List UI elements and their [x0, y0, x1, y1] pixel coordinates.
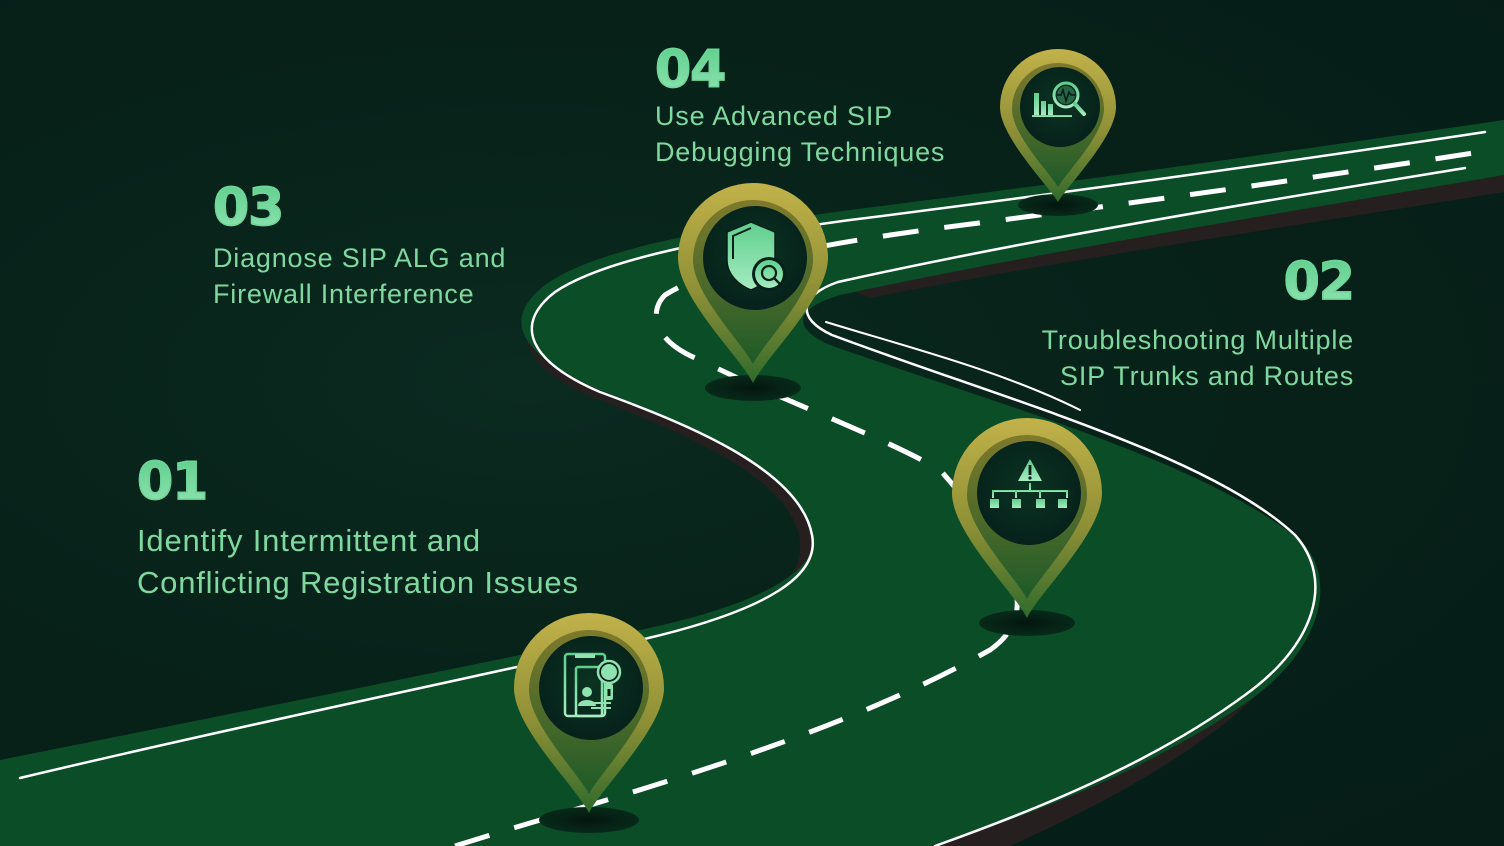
pin-shadow	[539, 807, 639, 833]
road-edge-lines	[18, 130, 1487, 846]
pin-step-03[interactable]	[678, 183, 828, 401]
step-title-line: Identify Intermittent and	[137, 523, 481, 558]
road-center-dashes	[454, 149, 1481, 846]
pin-step-04[interactable]	[1000, 49, 1116, 216]
step-title-line: Use Advanced SIP	[655, 101, 893, 131]
road	[0, 120, 1504, 846]
step-number: 03	[212, 181, 506, 235]
step-01: 01 Identify Intermittent and Conflicting…	[136, 455, 579, 604]
step-title: Use Advanced SIP Debugging Techniques	[655, 98, 945, 170]
shield-search-icon	[726, 221, 786, 291]
chart-analysis-search-icon	[1032, 81, 1086, 117]
step-title: Diagnose SIP ALG and Firewall Interferen…	[213, 240, 506, 312]
step-02: 02 Troubleshooting Multiple SIP Trunks a…	[1042, 255, 1356, 394]
step-title-line: Troubleshooting Multiple	[1041, 325, 1354, 355]
step-03: 03 Diagnose SIP ALG and Firewall Interfe…	[212, 181, 506, 312]
pin-shadow	[979, 610, 1075, 636]
step-title-line: Firewall Interference	[213, 279, 475, 309]
step-title: Identify Intermittent and Conflicting Re…	[137, 520, 579, 604]
step-title-line: Diagnose SIP ALG and	[213, 243, 507, 273]
registration-id-search-icon	[563, 652, 622, 718]
step-number: 04	[654, 43, 945, 97]
step-title-line: Conflicting Registration Issues	[137, 565, 579, 600]
pin-step-02[interactable]	[952, 418, 1102, 636]
pin-step-01[interactable]	[514, 613, 664, 833]
step-title-line: Debugging Techniques	[655, 137, 946, 167]
pin-shadow	[1018, 194, 1098, 216]
network-warning-hierarchy-icon	[990, 459, 1068, 508]
step-title-line: SIP Trunks and Routes	[1060, 361, 1354, 391]
step-04: 04 Use Advanced SIP Debugging Techniques	[654, 43, 945, 170]
step-number: 02	[1042, 255, 1356, 309]
pin-shadow	[705, 375, 801, 401]
step-title: Troubleshooting Multiple SIP Trunks and …	[1042, 322, 1354, 394]
step-number: 01	[136, 455, 579, 509]
